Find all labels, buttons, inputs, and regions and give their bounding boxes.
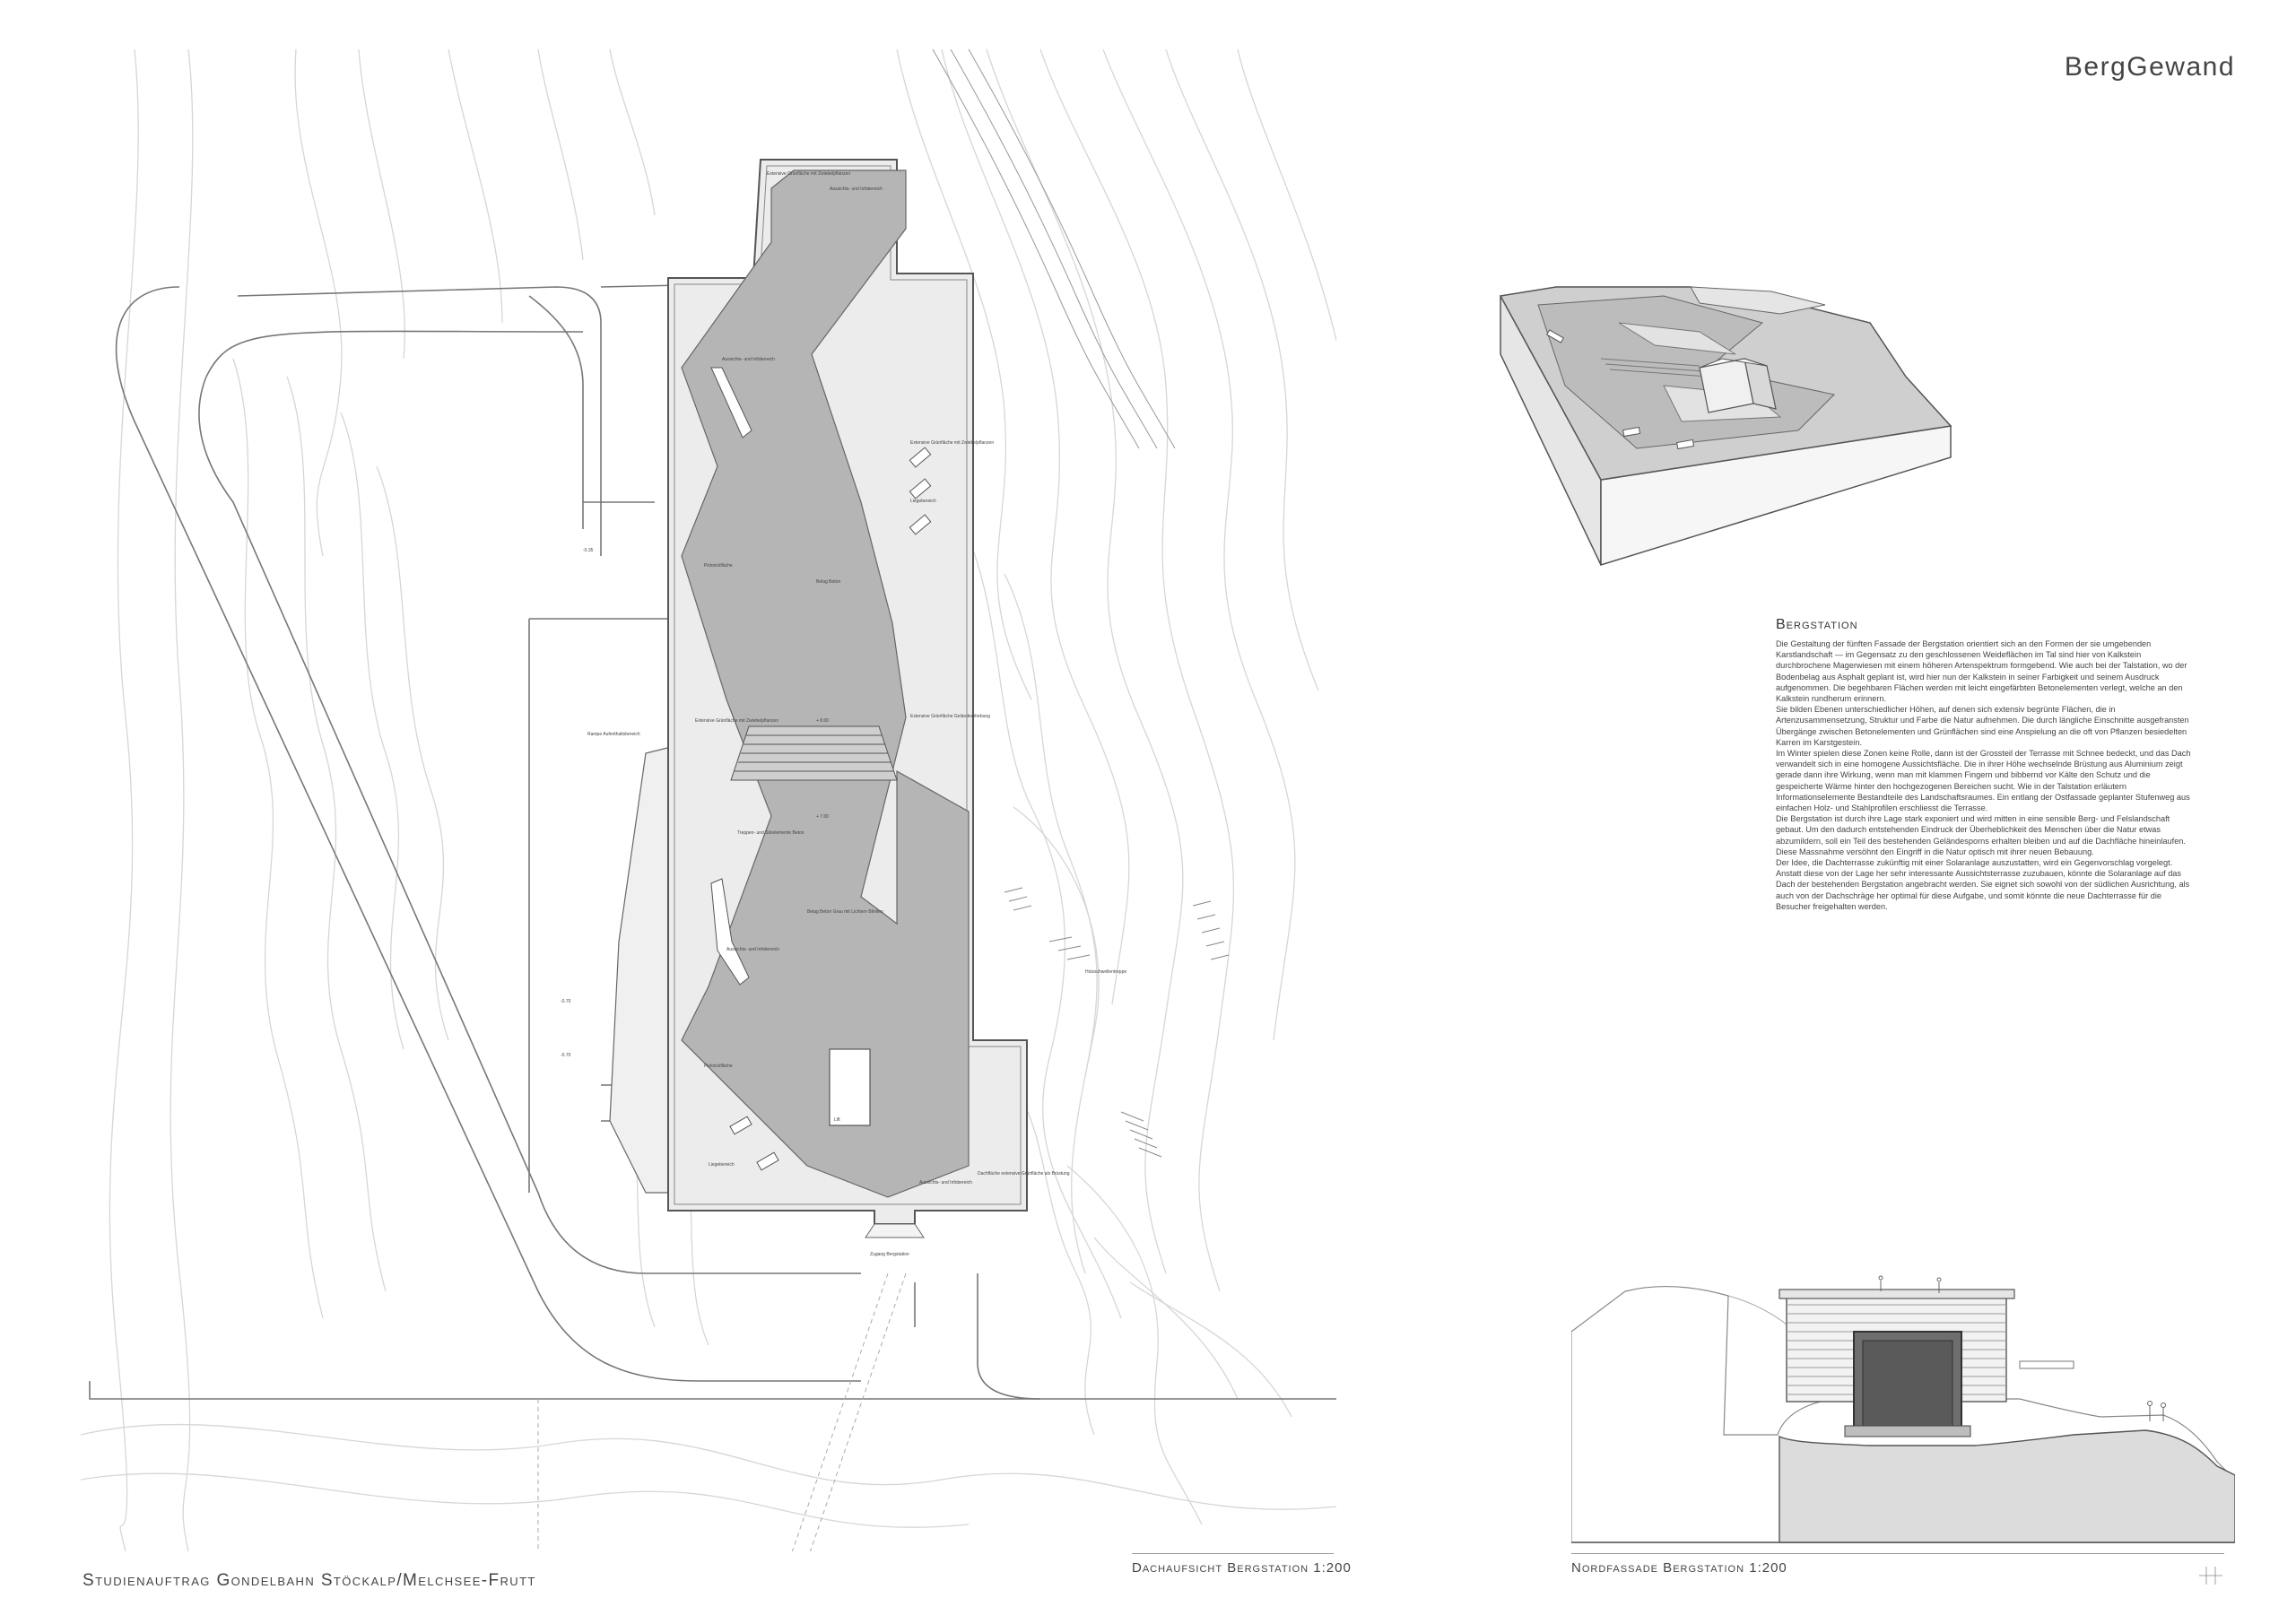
plan-label: Extensive Grünfläche Geländeerhebung — [910, 714, 990, 719]
lift-box — [829, 1048, 871, 1126]
plan-label: Dachfläche extensive Grünfläche als Brüs… — [978, 1171, 1070, 1177]
level-label: -0.70 — [561, 1053, 571, 1058]
caption-divider — [1132, 1553, 1334, 1554]
plan-label: Extensive Grünfläche mit Zwiebelpflanzen — [767, 171, 850, 177]
plan-label: Belag Beton — [816, 579, 840, 585]
plan-caption: Dachaufsicht Bergstation 1:200 — [1132, 1560, 1352, 1576]
plan-label: Aussichts- und Infobereich — [722, 357, 775, 362]
logo-title: BergGewand — [2064, 52, 2235, 82]
road-boundary-dashes — [537, 1272, 907, 1551]
plan-label: Holzschwellentreppe — [1085, 969, 1126, 975]
plan-label: Aussichts- und Infobereich — [830, 187, 883, 192]
plan-label: Extensive Grünfläche mit Zwiebelpflanzen — [695, 718, 778, 724]
plan-label: Lift — [834, 1117, 840, 1123]
entrance-zone — [865, 1223, 925, 1238]
description-paragraph: Im Winter spielen diese Zonen keine Roll… — [1776, 749, 2191, 813]
plan-label: Aussichts- und Infobereich — [919, 1180, 972, 1185]
level-label: -0.70 — [561, 999, 571, 1004]
level-label: + 7.00 — [816, 814, 829, 820]
caption-divider — [1571, 1553, 2224, 1554]
sheet-index-icon — [2199, 1567, 2222, 1585]
description-body: Die Gestaltung der fünften Fassade der B… — [1776, 638, 2197, 912]
plan-label: Liegebereich — [709, 1162, 735, 1168]
plan-label: Liegebereich — [910, 499, 936, 504]
plan-label: Picknickfläche — [704, 1064, 733, 1069]
north-facade-drawing — [1571, 1275, 2235, 1543]
project-title: Studienauftrag Gondelbahn Stöckalp/Melch… — [83, 1571, 536, 1590]
timber-steps — [1004, 887, 1230, 1158]
axonometric-view — [1499, 286, 1952, 567]
concrete-surface — [681, 169, 970, 1198]
plan-label: Extensive Grünfläche mit Zwiebelpflanzen — [910, 440, 994, 446]
description-heading: Bergstation — [1776, 617, 1858, 632]
contour-lines — [81, 49, 1336, 1551]
description-paragraph: Sie bilden Ebenen unterschiedlicher Höhe… — [1776, 705, 2189, 747]
plan-label: Belag Beton Grau mit Lichtern Blinken — [807, 909, 883, 915]
level-label: + 8.00 — [816, 718, 829, 724]
building-inner-edge — [674, 165, 1022, 1205]
cableway-lines — [932, 49, 1176, 449]
description-paragraph: Der Idee, die Dachterrasse zukünftig mit… — [1776, 858, 2190, 911]
description-block: Bergstation Die Gestaltung der fünften F… — [1776, 617, 2197, 912]
plan-label: Treppen- und Sitzelemente Beton — [737, 830, 804, 836]
plan-labels: Extensive Grünfläche mit Zwiebelpflanzen… — [561, 171, 1126, 1257]
description-paragraph: Die Gestaltung der fünften Fassade der B… — [1776, 639, 2187, 704]
plan-label: Zugang Bergstation — [870, 1252, 909, 1257]
description-paragraph: Die Bergstation ist durch ihre Lage star… — [1776, 814, 2186, 856]
plan-label: Picknickfläche — [704, 563, 733, 569]
level-label: -0.35 — [583, 548, 594, 553]
plan-label: Aussichts- und Infobereich — [726, 947, 779, 952]
bench-elements — [710, 367, 932, 1171]
facade-caption: Nordfassade Bergstation 1:200 — [1571, 1560, 1787, 1576]
plan-label: Rampe Aufenthaltsbereich — [587, 732, 640, 737]
roof-plan-drawing: Extensive Grünfläche mit Zwiebelpflanzen… — [81, 49, 1336, 1551]
stair-zone — [730, 725, 898, 781]
